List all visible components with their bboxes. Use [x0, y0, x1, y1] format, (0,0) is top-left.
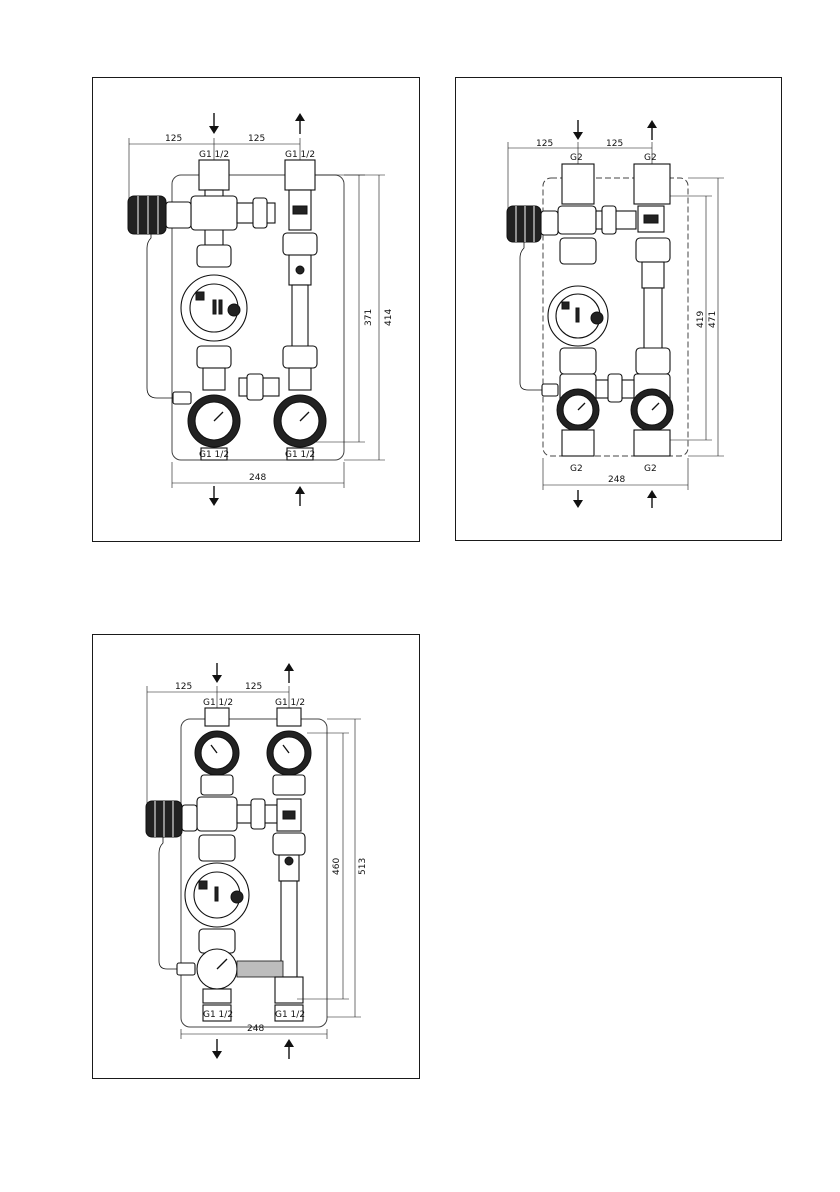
diagram-panel-1: 125 125 G1 1/2 G1 1/2	[92, 77, 420, 542]
diagram-panel-2: 125 125 G2 G2	[455, 77, 782, 541]
flow-arrow-down-top	[573, 120, 583, 140]
dim-spacing-left: 125	[165, 134, 182, 144]
return-pipe	[644, 288, 662, 350]
flow-arrow-up-bottom	[295, 486, 305, 506]
connection-label-top-right: G1 1/2	[275, 698, 305, 708]
dim-height-outer: 471	[708, 311, 718, 328]
return-union-bottom	[636, 348, 670, 374]
dim-spacing-right: 125	[248, 134, 265, 144]
flow-arrow-down-bottom	[573, 490, 583, 508]
connection-label-top-right: G2	[644, 153, 657, 163]
thermometer-return-icon	[631, 389, 673, 431]
connection-label-top-left: G2	[570, 153, 583, 163]
dim-width: 248	[247, 1024, 264, 1034]
flow-arrow-down-top	[209, 113, 219, 134]
connection-label-bottom-left: G2	[570, 464, 583, 474]
thermometer-supply-icon	[195, 731, 239, 775]
connection-label-top-left: G1 1/2	[203, 698, 233, 708]
circulation-pump-icon	[181, 275, 247, 341]
return-connector-top	[634, 164, 670, 204]
dim-spacing-left: 125	[175, 682, 192, 692]
thermostatic-head-icon	[507, 206, 558, 242]
connection-label-bottom-left: G1 1/2	[199, 450, 229, 460]
supply-connector-top	[199, 160, 229, 190]
sensor-well	[177, 963, 195, 975]
thermometer-supply-icon	[557, 389, 599, 431]
flow-arrow-up-top	[284, 663, 294, 683]
supply-pipe-bottom	[203, 368, 225, 390]
flow-meter-icon	[197, 949, 283, 989]
dim-spacing-right: 125	[245, 682, 262, 692]
thermostatic-head-icon	[128, 196, 191, 234]
dim-height-outer: 414	[384, 309, 394, 326]
return-pipe-bottom	[289, 368, 311, 390]
pump-group-drawing-2: 125 125 G2 G2	[456, 78, 783, 542]
flow-arrow-up-bottom	[647, 490, 657, 508]
supply-connector-top	[562, 164, 594, 204]
diagram-panel-3: 125 125 G1 1/2 G1 1/2	[92, 634, 420, 1079]
flow-arrow-down-bottom	[212, 1039, 222, 1059]
pump-group-drawing-3: 125 125 G1 1/2 G1 1/2	[93, 635, 421, 1080]
flow-arrow-down-bottom	[209, 486, 219, 506]
dim-spacing-right: 125	[606, 139, 623, 149]
dim-height-inner: 419	[696, 311, 706, 328]
dim-height-inner: 460	[332, 858, 342, 875]
pump-union-top	[560, 238, 596, 264]
connection-label-top-left: G1 1/2	[199, 150, 229, 160]
flow-arrow-up-top	[295, 113, 305, 134]
flow-arrow-up-top	[647, 120, 657, 140]
bypass-union	[253, 198, 267, 228]
pump-union-bottom	[197, 346, 231, 368]
sensor-well	[542, 384, 558, 396]
thermometer-supply-icon	[188, 395, 240, 447]
dim-spacing-left: 125	[536, 139, 553, 149]
dim-width: 248	[249, 473, 266, 483]
thermostatic-head-icon	[146, 801, 197, 837]
return-union	[273, 833, 305, 855]
connection-label-bottom-right: G1 1/2	[285, 450, 315, 460]
connection-label-bottom-left: G1 1/2	[203, 1010, 233, 1020]
mixing-valve	[558, 206, 596, 234]
check-valve	[642, 262, 664, 288]
return-union-bottom	[283, 346, 317, 368]
pump-union-top	[199, 835, 235, 861]
return-connector-top	[285, 160, 315, 190]
pump-union-bottom	[560, 348, 596, 374]
thermometer-return-icon	[274, 395, 326, 447]
capillary-tube	[159, 837, 181, 969]
sensor-well	[173, 392, 191, 404]
capillary-tube	[520, 242, 544, 390]
pump-group-drawing-1: 125 125 G1 1/2 G1 1/2	[93, 78, 421, 543]
capillary-tube	[147, 234, 173, 398]
thermometer-return-icon	[267, 731, 311, 775]
pump-union-top	[197, 245, 231, 267]
connection-label-bottom-right: G1 1/2	[275, 1010, 305, 1020]
mixing-valve	[191, 196, 237, 230]
return-union	[636, 238, 670, 262]
connection-label-bottom-right: G2	[644, 464, 657, 474]
ball-valve-handle	[293, 206, 307, 214]
circulation-pump-icon	[185, 863, 249, 927]
return-union	[283, 233, 317, 255]
connection-label-top-right: G1 1/2	[285, 150, 315, 160]
flow-arrow-down-top	[212, 663, 222, 683]
dim-height-outer: 513	[358, 858, 368, 875]
flow-arrow-up-bottom	[284, 1039, 294, 1059]
circulation-pump-icon	[548, 286, 608, 346]
mixing-valve	[197, 797, 237, 831]
dim-width: 248	[608, 475, 625, 485]
dim-height-inner: 371	[364, 309, 374, 326]
